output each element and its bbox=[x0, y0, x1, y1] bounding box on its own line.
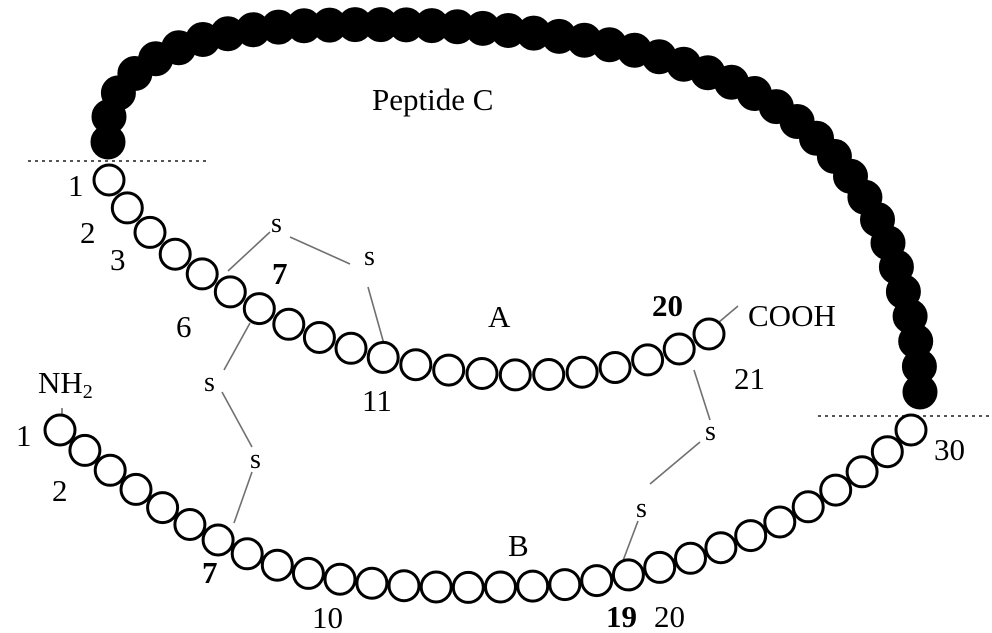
chain-a-residue bbox=[432, 353, 466, 387]
bond-s-a11 bbox=[367, 286, 385, 345]
chain-b-residue bbox=[291, 556, 325, 590]
chain-a-residue bbox=[692, 317, 726, 351]
peptide-c-label: Peptide C bbox=[372, 82, 493, 117]
a-residue-11: 11 bbox=[362, 383, 392, 418]
chain-a-residue bbox=[366, 340, 400, 374]
chain-a-residue bbox=[158, 237, 192, 271]
chain-b-residue bbox=[387, 569, 421, 603]
chain-b-residue bbox=[763, 505, 797, 539]
chain-b-residue bbox=[93, 453, 127, 487]
chain-b-residue bbox=[146, 491, 180, 525]
bond-s-s-right bbox=[649, 441, 701, 485]
chain-a-residue bbox=[272, 307, 306, 341]
chain-b-residue bbox=[43, 413, 77, 447]
chain-b-residue bbox=[68, 433, 102, 467]
chain-b-residue bbox=[419, 570, 453, 604]
chain-a-residue bbox=[185, 257, 219, 291]
chain-b-residue bbox=[173, 508, 207, 541]
peptide-c-chain bbox=[90, 7, 938, 410]
chain-b bbox=[43, 413, 928, 604]
chain-a-residue bbox=[465, 357, 499, 390]
chain-a-residue bbox=[110, 191, 144, 225]
cooh-label: COOH bbox=[748, 298, 836, 333]
a-residue-1: 1 bbox=[68, 168, 84, 203]
disulfide-bonds bbox=[61, 231, 739, 567]
chain-b-residue bbox=[704, 531, 738, 565]
a-residue-7: 7 bbox=[272, 256, 288, 291]
bond-s-s-left bbox=[221, 391, 253, 448]
chain-a-residue bbox=[532, 358, 566, 391]
sulfur-atom: s bbox=[271, 208, 282, 239]
b-residue-19: 19 bbox=[606, 599, 637, 633]
b-residue-10: 10 bbox=[312, 600, 343, 633]
a-residue-20: 20 bbox=[652, 288, 683, 323]
chain-a-residue bbox=[334, 331, 368, 365]
chain-a-residue bbox=[92, 163, 126, 197]
chain-a-residue bbox=[662, 332, 696, 366]
chain-b-residue bbox=[260, 548, 294, 582]
chain-b-residue bbox=[819, 473, 853, 507]
chain-b-residue bbox=[734, 519, 768, 553]
chain-a-label: A bbox=[488, 299, 511, 334]
chain-b-residue bbox=[870, 435, 904, 469]
sulfur-atom: s bbox=[636, 493, 647, 524]
chain-b-label: B bbox=[508, 528, 529, 563]
sulfur-atom: s bbox=[250, 444, 261, 475]
bond-a20-s bbox=[693, 369, 711, 421]
bond-a6-s bbox=[227, 231, 271, 272]
chain-a-residue bbox=[498, 358, 532, 392]
b-residue-2: 2 bbox=[52, 473, 68, 508]
b-residue-1: 1 bbox=[16, 418, 32, 453]
chain-b-residue bbox=[674, 541, 707, 575]
chain-b-residue bbox=[791, 490, 825, 524]
chain-b-residue bbox=[230, 537, 264, 571]
nh2-label: NH2 bbox=[38, 365, 93, 403]
peptide-c-residue bbox=[902, 374, 938, 410]
chain-b-residue bbox=[845, 455, 879, 489]
chain-a-residue bbox=[565, 355, 599, 389]
chain-b-residue bbox=[580, 564, 614, 598]
b-residue-20: 20 bbox=[654, 599, 685, 633]
bond-s-s-intra bbox=[289, 236, 351, 265]
chain-b-residue bbox=[611, 558, 645, 592]
a-residue-2: 2 bbox=[80, 215, 96, 250]
sulfur-atom: s bbox=[364, 241, 375, 272]
chain-b-residue bbox=[484, 570, 517, 604]
chain-a-residue bbox=[598, 351, 632, 384]
bond-a7-s bbox=[223, 322, 251, 371]
chain-a-residue bbox=[631, 343, 665, 377]
chain-b-residue bbox=[894, 413, 928, 447]
chain-a-residue bbox=[133, 215, 167, 249]
a-residue-21: 21 bbox=[734, 361, 765, 396]
chain-a-residue bbox=[399, 348, 433, 382]
chain-b-residue bbox=[548, 568, 582, 602]
a-residue-3: 3 bbox=[110, 242, 126, 277]
chain-b-residue bbox=[119, 472, 153, 506]
chain-a-residue bbox=[213, 275, 247, 309]
b-residue-7: 7 bbox=[202, 555, 218, 590]
chain-b-residue bbox=[643, 550, 677, 584]
sulfur-atom: s bbox=[705, 416, 716, 447]
chain-a-residue bbox=[242, 292, 276, 326]
sulfur-atom: s bbox=[204, 367, 215, 398]
chain-a bbox=[92, 163, 726, 392]
chain-b-residue bbox=[516, 569, 550, 603]
b-residue-30: 30 bbox=[934, 432, 965, 467]
chain-b-residue bbox=[355, 566, 389, 600]
chain-a-residue bbox=[302, 321, 336, 354]
chain-b-residue bbox=[201, 523, 235, 557]
bond-s-b19 bbox=[620, 520, 639, 567]
a-residue-6: 6 bbox=[176, 309, 192, 344]
bond-s-b7 bbox=[233, 471, 253, 524]
chain-b-residue bbox=[323, 562, 357, 596]
chain-b-residue bbox=[451, 570, 485, 604]
